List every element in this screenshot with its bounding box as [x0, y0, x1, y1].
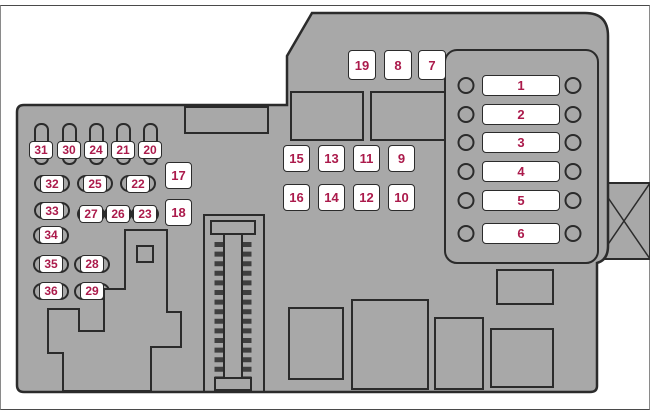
screw-circles	[457, 77, 582, 242]
fuse-31-label: 31	[29, 141, 53, 159]
fuse-1-label: 1	[482, 75, 560, 96]
fuse-20-label: 20	[138, 141, 162, 159]
fuse-32-label: 32	[40, 175, 64, 193]
fuse-35-label: 35	[39, 255, 63, 273]
connector	[203, 214, 265, 393]
fuse-30-label: 30	[57, 141, 81, 159]
relay-slots-bottom	[288, 269, 554, 390]
fuse-17-label: 17	[165, 162, 192, 189]
fuse-19-label: 19	[348, 50, 376, 80]
right-fuse-panel	[444, 49, 599, 264]
fuse-27-label: 27	[79, 205, 103, 223]
fuse-3-label: 3	[482, 132, 560, 153]
fuse-2-label: 2	[482, 104, 560, 125]
fuse-11-label: 11	[353, 145, 380, 172]
fuse-21-label: 21	[111, 141, 135, 159]
fuse-25-label: 25	[83, 175, 107, 193]
fuse-33-label: 33	[40, 202, 64, 220]
fuse-22-label: 22	[126, 175, 150, 193]
fuse-10-label: 10	[388, 184, 415, 211]
fuse-18-label: 18	[165, 199, 192, 226]
fuse-7-label: 7	[418, 50, 446, 80]
fuse-6-label: 6	[482, 223, 560, 244]
top-edge-block	[184, 106, 269, 134]
relay-slots-top	[290, 91, 446, 141]
fuse-16-label: 16	[283, 184, 310, 211]
fuse-26-label: 26	[106, 205, 130, 223]
fuse-36-label: 36	[39, 282, 63, 300]
fuse-23-label: 23	[133, 205, 157, 223]
fuse-29-label: 29	[80, 282, 104, 300]
fuse-8-label: 8	[384, 50, 412, 80]
fuse-28-label: 28	[80, 255, 104, 273]
fuse-13-label: 13	[318, 145, 345, 172]
fuse-12-label: 12	[353, 184, 380, 211]
fuse-14-label: 14	[318, 184, 345, 211]
fuse-24-label: 24	[84, 141, 108, 159]
fuse-9-label: 9	[388, 145, 415, 172]
fuse-15-label: 15	[283, 145, 310, 172]
molded-shape	[47, 229, 182, 392]
fuse-4-label: 4	[482, 161, 560, 182]
fuse-5-label: 5	[482, 190, 560, 211]
fuse-34-label: 34	[39, 226, 63, 244]
